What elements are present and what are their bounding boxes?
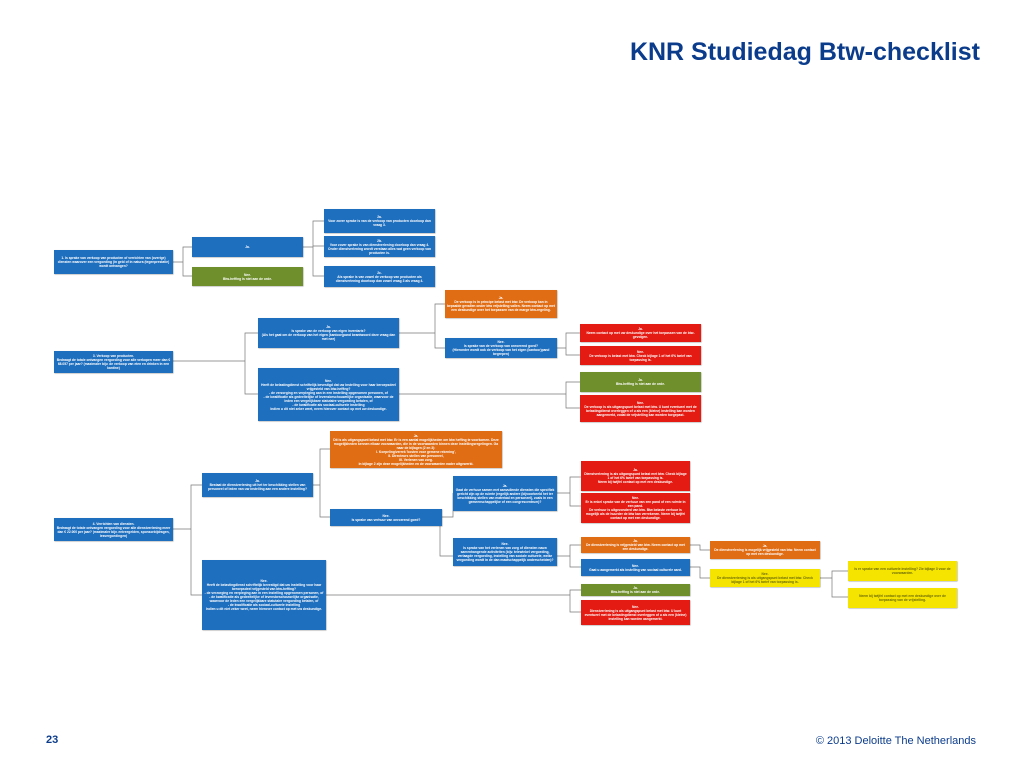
question-3-property-box: Nee. Is sprake van de verkoop van onroer… xyxy=(445,338,557,358)
question-4-sociocultural-yes-box: Ja. De dienstverlening is mogelijk vrijg… xyxy=(710,541,820,559)
question-4-care-box: Nee. Is sprake van het verlenen van zorg… xyxy=(453,538,557,566)
question-4-rental-yes-box: Ja. Gaat de verhuur samen met aanvullend… xyxy=(453,476,557,511)
question-4-cultural-yes-box: Is er sprake van een culturele instellin… xyxy=(848,561,957,581)
question-3-property-yes-box: Ja. Neem contact op met uw deskundige ov… xyxy=(580,324,701,342)
question-4-box: 4. Verrichten van diensten. Bedraagt de … xyxy=(54,518,173,541)
question-4-yes-box: Ja. Bestaat de dienstverlening uit het t… xyxy=(202,473,313,497)
question-2b-box: 2b. Voor zover sprake is van dienstverle… xyxy=(324,236,435,257)
question-3-exempt-yes-box: Ja. Btw-heffing is niet aan de orde. xyxy=(580,372,701,392)
question-3-box: 3. Verkoop van producten. Bedraagt de to… xyxy=(54,351,173,373)
question-1-no-box: Nee. Btw-heffing is niet aan de orde. xyxy=(192,267,303,286)
question-2c-box: 2c. Als sprake is van zowel de verkoop v… xyxy=(324,266,435,287)
page-number: 23 xyxy=(46,734,59,746)
question-4-rental-box: Nee. Is sprake van verhuur van onroerend… xyxy=(330,509,442,526)
question-3-property-no-box: Nee. De verkoop is belast met btw. Check… xyxy=(580,346,701,365)
question-2a-box: 2a. Voor zover sprake is van de verkoop … xyxy=(324,209,435,233)
question-4-no-box: Nee. Heeft de belastingdienst schrifteli… xyxy=(202,560,326,630)
question-3-no-box: Nee. Heeft de belastingdienst schrifteli… xyxy=(258,368,399,421)
question-4-services-no-box: Nee. Er is enkel sprake van de verhuur v… xyxy=(581,493,690,523)
page-title: KNR Studiedag Btw-checklist xyxy=(629,38,980,66)
question-4-personnel-yes-box: Ja. Dit is als uitgangspunt belast met b… xyxy=(330,431,502,468)
question-4-cultural-no-box: Neem bij twijfel contact op met een desk… xyxy=(848,588,957,608)
question-4-services-yes-box: Ja. Dienstverlening is als uitgangspunt … xyxy=(581,461,690,491)
question-4-exempt-no-box: Nee. Dienstverlening is als uitgangspunt… xyxy=(581,600,690,625)
question-3-inventory-yes-box: Ja. De verkoop is in principe belast met… xyxy=(445,290,557,318)
question-3-exempt-no-box: Nee. De verkoop is als uitgangspunt bela… xyxy=(580,395,701,422)
question-4-sociocultural-no-box: Nee. De dienstverlening is als uitgangsp… xyxy=(710,569,820,587)
question-4-care-no-box: Nee. Gaat u aangemerkt als instelling va… xyxy=(581,559,690,576)
question-3-yes-box: Ja. Is sprake van de verkoop van eigen i… xyxy=(258,318,399,348)
copyright-notice: © 2013 Deloitte The Netherlands xyxy=(815,735,976,747)
question-4-care-yes-box: Ja. De dienstverlening is vrijgesteld va… xyxy=(581,537,690,553)
question-4-exempt-yes-box: Ja. Btw-heffing is niet aan de orde. xyxy=(581,584,690,596)
question-1-yes-box: Ja. xyxy=(192,237,303,257)
question-1-box: 1. Is sprake van verkoop van producten o… xyxy=(54,250,173,274)
